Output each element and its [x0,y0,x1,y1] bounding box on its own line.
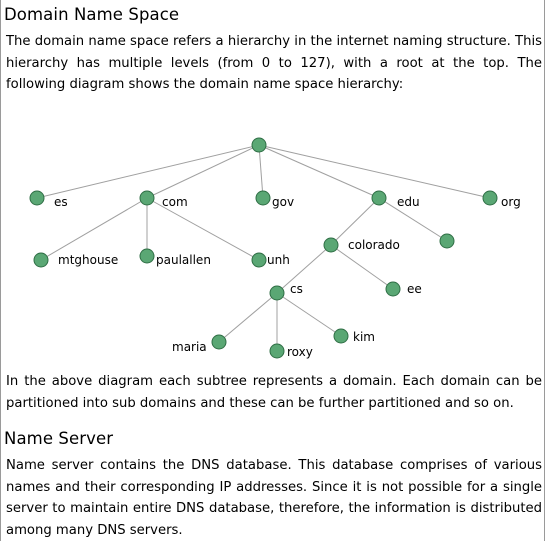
label-edu: edu [397,195,420,209]
intro-paragraph: The domain name space refers a hierarchy… [6,34,542,93]
edge-root-es [36,144,260,199]
edge-com-unh [146,197,260,261]
label-roxy: roxy [287,345,313,359]
node-paulallen [139,248,155,264]
node-edu-unnamed [439,233,455,249]
node-maria [211,334,227,350]
node-root [251,137,267,153]
node-ee [385,281,401,297]
label-cs: cs [290,282,303,296]
label-kim: kim [353,330,375,344]
node-roxy [269,343,285,359]
edge-colorado-ee [330,244,394,290]
section-heading-domain-name-space: Domain Name Space [4,5,180,24]
edge-colorado-cs [276,244,332,294]
section-heading-name-server: Name Server [4,429,114,448]
node-colorado [323,237,339,253]
edge-cs-maria [218,292,278,343]
node-unh [251,252,267,268]
edge-cs-kim [276,292,342,337]
label-colorado: colorado [348,238,400,252]
label-maria: maria [172,340,207,354]
node-es [29,190,45,206]
edge-root-com [146,144,260,199]
domain-tree-diagram: es com gov edu org mtghouse paulallen un… [29,137,521,359]
label-paulallen: paulallen [156,253,211,267]
node-mtghouse [33,252,49,268]
label-ee: ee [407,282,422,296]
node-org [482,190,498,206]
edge-edu-unnamed [378,197,448,242]
edge-root-gov [258,144,264,199]
edge-com-mtghouse [40,197,148,261]
label-unh: unh [267,253,290,267]
label-es: es [54,195,68,209]
node-kim [333,328,349,344]
edge-edu-colorado [330,197,380,246]
label-mtghouse: mtghouse [58,253,118,267]
node-com [139,190,155,206]
node-cs [269,285,285,301]
edge-root-org [258,144,491,199]
name-server-paragraph: Name server contains the DNS database. T… [6,458,542,539]
edge-root-edu [258,144,380,199]
node-gov [255,190,271,206]
label-com: com [162,195,188,209]
label-gov: gov [272,195,294,209]
label-org: org [501,195,521,209]
node-edu [371,190,387,206]
subtree-paragraph: In the above diagram each subtree repres… [6,374,542,411]
